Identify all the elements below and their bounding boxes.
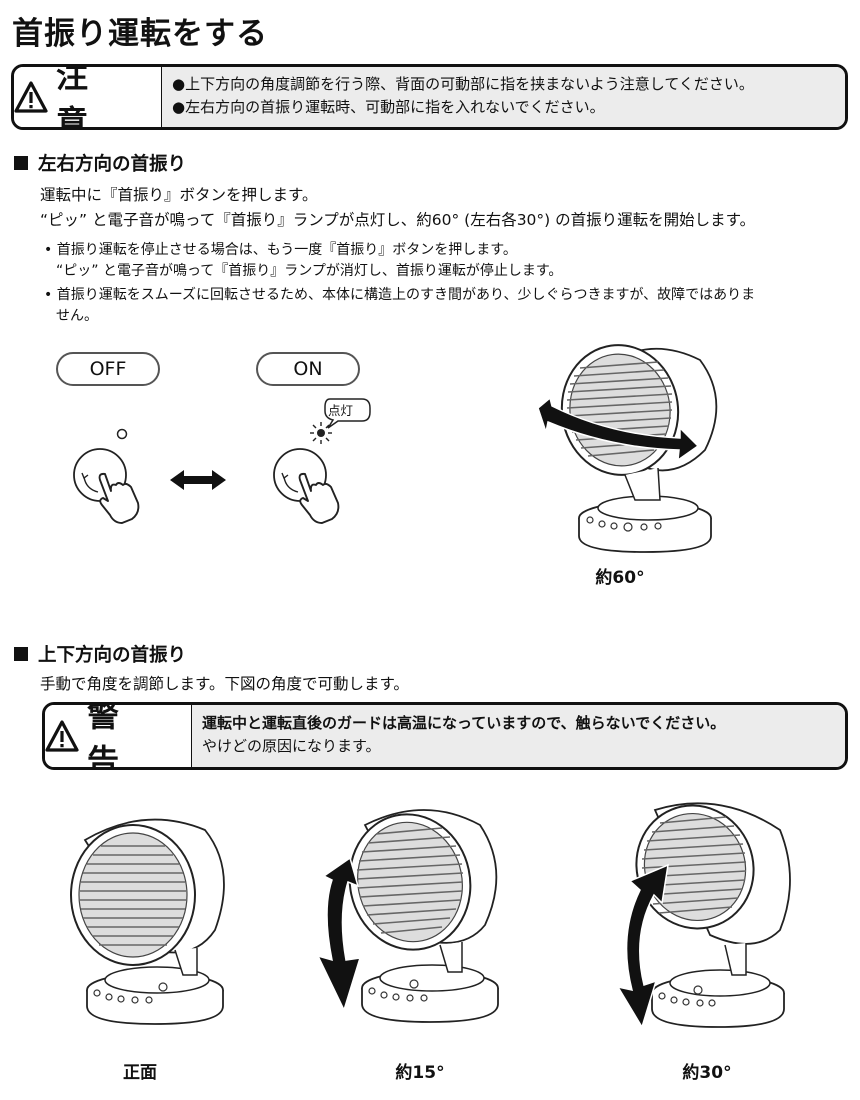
off-indicator: OFF <box>56 352 160 386</box>
warning-line-1: 運転中と運転直後のガードは高温になっていますので、触らないでください。 <box>202 714 726 732</box>
section1-bullet-1-cont: “ピッ” と電子音が鳴って『首振り』ランプが消灯し、首振り運転が停止します。 <box>56 263 563 279</box>
warning-label: 警 告 <box>87 702 130 770</box>
caution-text: ●上下方向の角度調節を行う際、背面の可動部に指を挟まないよう注意してください。 … <box>162 67 845 127</box>
tilt-arrow-icon <box>316 856 362 1013</box>
caution-line-2: ●左右方向の首振り運転時、可動部に指を入れないでください。 <box>172 98 605 116</box>
caution-tag: 注 意 <box>14 67 162 127</box>
lamp-off-icon <box>116 428 128 440</box>
lit-bubble <box>324 398 371 429</box>
section1-bullet-2: • 首振り運転をスムーズに回転させるため、本体に構造上のすき間があり、少しぐらつ… <box>44 287 756 303</box>
swing-arrow-icon <box>537 396 700 462</box>
warning-triangle-icon <box>45 720 79 752</box>
section1-para-2: “ピッ” と電子音が鳴って『首振り』ランプが点灯し、約60° (左右各30°) … <box>40 211 756 229</box>
caution-line-1: ●上下方向の角度調節を行う際、背面の可動部に指を挟まないよう注意してください。 <box>172 75 754 93</box>
tilt-arrow-icon <box>616 863 669 1029</box>
section2-para: 手動で角度を調節します。下図の角度で可動します。 <box>40 675 409 693</box>
heater-horizontal-swing-illustration <box>537 344 718 553</box>
square-bullet-icon <box>14 156 28 170</box>
warning-text: 運転中と運転直後のガードは高温になっていますので、触らないでください。 やけどの… <box>192 705 845 767</box>
caption-30-degrees: 約30° <box>682 1063 732 1083</box>
caution-label: 注 意 <box>56 64 99 130</box>
heater-front-illustration <box>70 818 225 1025</box>
pointing-hand-icon <box>98 472 140 524</box>
section-heading-horizontal: 左右方向の首振り <box>14 150 186 176</box>
lit-label: 点灯 <box>328 403 354 418</box>
warning-tag: 警 告 <box>45 705 192 767</box>
heater-30-degree-illustration <box>616 802 791 1029</box>
oscillation-button-on <box>273 448 340 524</box>
section1-para-1: 運転中に『首振り』ボタンを押します。 <box>40 186 318 204</box>
pointing-hand-icon <box>298 472 340 524</box>
warning-triangle-icon <box>14 81 48 113</box>
page-title: 首振り運転をする <box>12 16 268 52</box>
warning-line-2: やけどの原因になります。 <box>202 737 381 755</box>
on-indicator: ON <box>256 352 360 386</box>
square-bullet-icon <box>14 647 28 661</box>
caution-box: 注 意 ●上下方向の角度調節を行う際、背面の可動部に指を挟まないよう注意してくだ… <box>11 64 848 130</box>
lamp-on-icon <box>310 422 332 444</box>
section-heading-vertical: 上下方向の首振り <box>14 641 186 667</box>
oscillation-button-off <box>73 448 140 524</box>
warning-box: 警 告 運転中と運転直後のガードは高温になっていますので、触らないでください。 … <box>42 702 848 770</box>
caption-60-degrees: 約60° <box>595 568 645 588</box>
caption-15-degrees: 約15° <box>395 1063 445 1083</box>
toggle-double-arrow-icon <box>170 470 226 490</box>
heater-15-degree-illustration <box>316 809 499 1023</box>
section1-bullet-1: • 首振り運転を停止させる場合は、もう一度『首振り』ボタンを押します。 <box>44 242 517 258</box>
section1-bullet-2-cont: せん。 <box>56 308 98 324</box>
caption-front: 正面 <box>123 1063 157 1083</box>
